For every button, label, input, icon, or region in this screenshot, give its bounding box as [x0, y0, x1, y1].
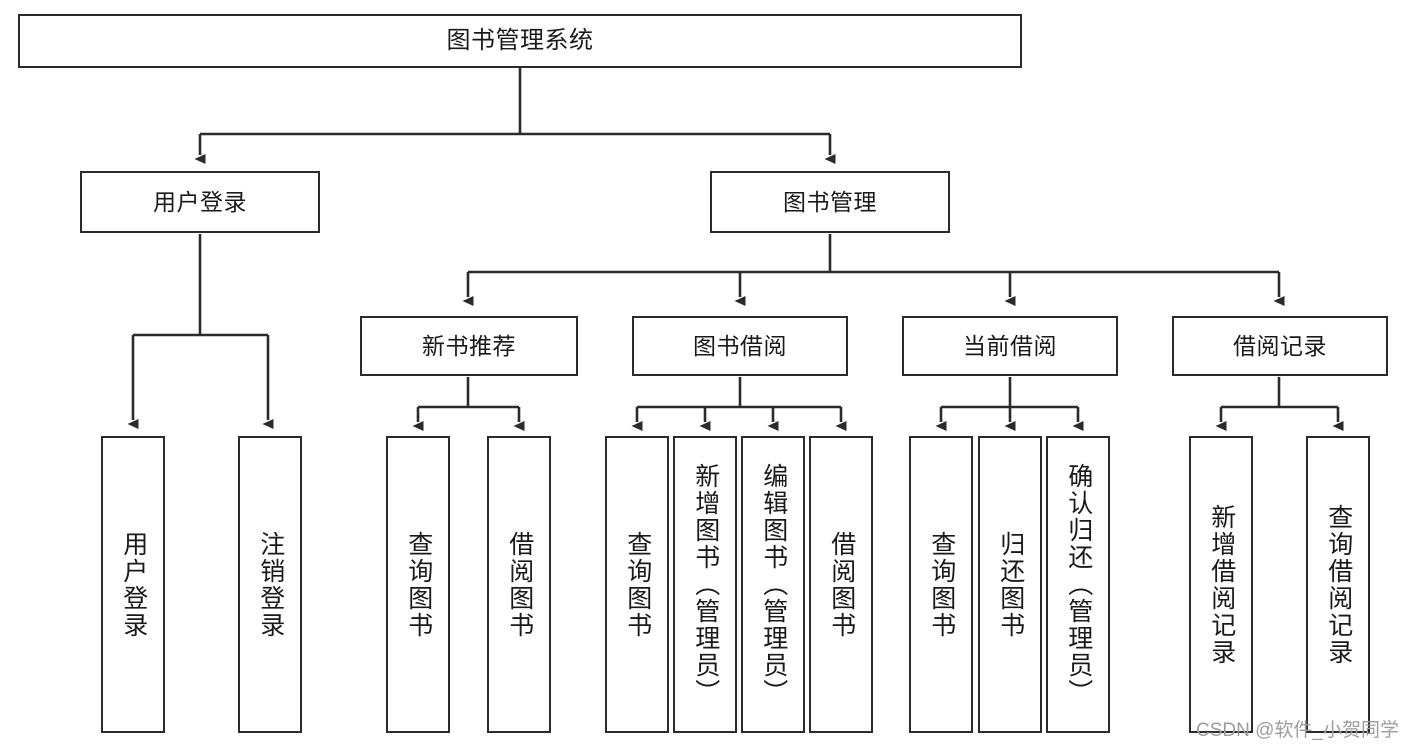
leaf-return-book[interactable]: 归还图书 — [978, 436, 1042, 733]
node-borrow-record-label: 借阅记录 — [1233, 332, 1327, 359]
leaf-logout-label: 注销登录 — [256, 530, 285, 639]
node-book-borrow[interactable]: 图书借阅 — [632, 316, 848, 376]
leaf-query-book-3-label: 查询图书 — [927, 530, 956, 639]
leaf-logout[interactable]: 注销登录 — [238, 436, 302, 733]
leaf-query-book-2[interactable]: 查询图书 — [605, 436, 669, 733]
leaf-borrow-book-1-label: 借阅图书 — [505, 530, 534, 639]
leaf-query-book-2-label: 查询图书 — [623, 530, 652, 639]
leaf-query-borrow-record[interactable]: 查询借阅记录 — [1306, 436, 1370, 733]
leaf-add-borrow-record-label: 新增借阅记录 — [1207, 503, 1236, 666]
node-user-login[interactable]: 用户登录 — [80, 171, 320, 233]
leaf-confirm-return-label: 确认归还（管理员） — [1064, 463, 1093, 706]
leaf-borrow-book-2[interactable]: 借阅图书 — [809, 436, 873, 733]
node-book-borrow-label: 图书借阅 — [693, 332, 787, 359]
leaf-add-book[interactable]: 新增图书（管理员） — [673, 436, 737, 733]
leaf-query-book-3[interactable]: 查询图书 — [909, 436, 973, 733]
node-borrow-record[interactable]: 借阅记录 — [1172, 316, 1388, 376]
leaf-edit-book-label: 编辑图书（管理员） — [759, 463, 788, 706]
node-user-login-label: 用户登录 — [153, 188, 247, 215]
leaf-user-login[interactable]: 用户登录 — [101, 436, 165, 733]
leaf-add-borrow-record[interactable]: 新增借阅记录 — [1189, 436, 1253, 733]
leaf-borrow-book-2-label: 借阅图书 — [827, 530, 856, 639]
leaf-query-book-1-label: 查询图书 — [404, 530, 433, 639]
node-book-manage[interactable]: 图书管理 — [710, 171, 950, 233]
leaf-confirm-return[interactable]: 确认归还（管理员） — [1046, 436, 1110, 733]
node-root[interactable]: 图书管理系统 — [18, 14, 1022, 68]
leaf-add-book-label: 新增图书（管理员） — [691, 463, 720, 706]
node-book-manage-label: 图书管理 — [783, 188, 877, 215]
leaf-return-book-label: 归还图书 — [996, 530, 1025, 639]
leaf-user-login-label: 用户登录 — [119, 530, 148, 639]
node-root-label: 图书管理系统 — [446, 27, 594, 55]
node-current-borrow[interactable]: 当前借阅 — [902, 316, 1118, 376]
node-new-book-rec[interactable]: 新书推荐 — [360, 316, 578, 376]
leaf-query-borrow-record-label: 查询借阅记录 — [1324, 503, 1353, 666]
node-current-borrow-label: 当前借阅 — [963, 332, 1057, 359]
leaf-borrow-book-1[interactable]: 借阅图书 — [487, 436, 551, 733]
watermark-text: CSDN @软件_小贺同学 — [1196, 720, 1399, 741]
node-new-book-rec-label: 新书推荐 — [422, 332, 516, 359]
leaf-query-book-1[interactable]: 查询图书 — [386, 436, 450, 733]
leaf-edit-book[interactable]: 编辑图书（管理员） — [741, 436, 805, 733]
